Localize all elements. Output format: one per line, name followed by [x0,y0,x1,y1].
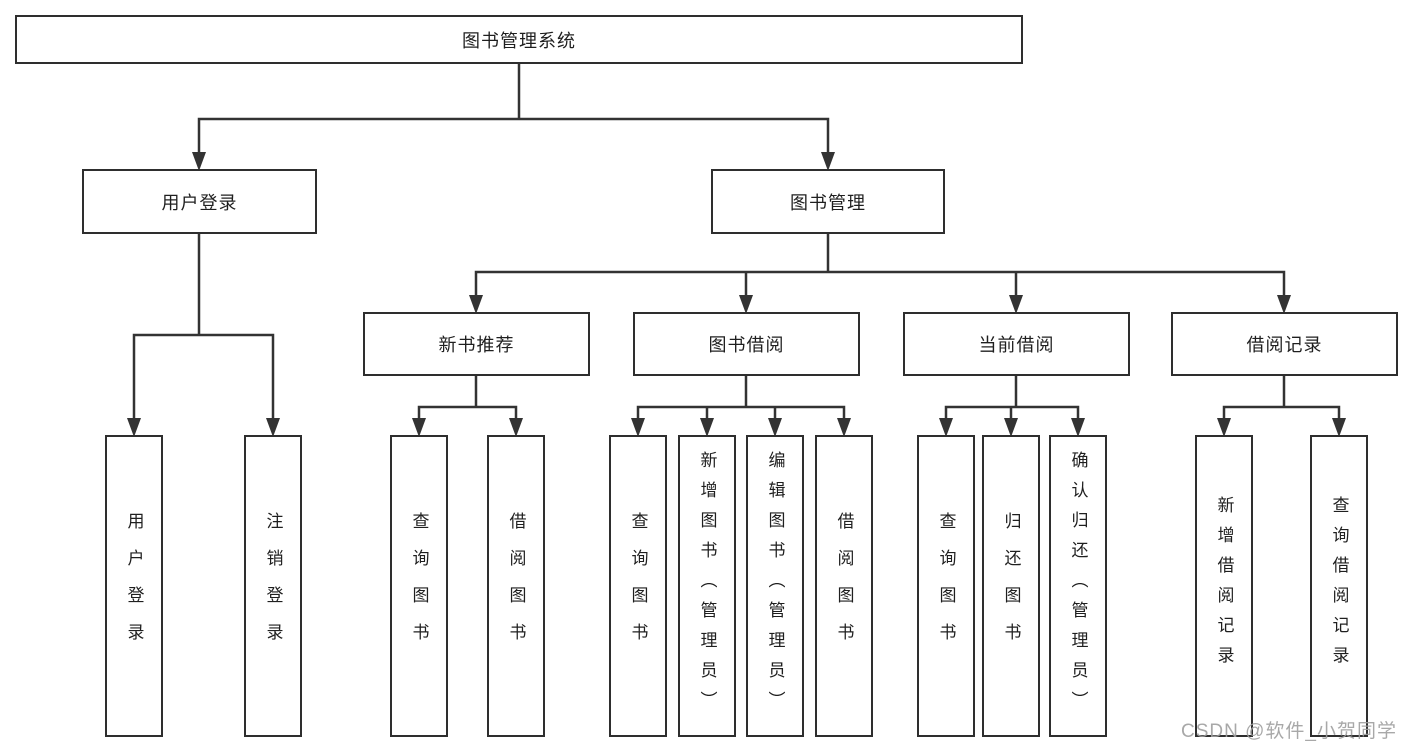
node-label: 图书借阅 [708,335,785,355]
leaf-label: 确认归还（管理员） [1068,451,1088,721]
leaf-logout: 注销登录 [244,435,302,737]
leaf-confirm-return-admin: 确认归还（管理员） [1049,435,1107,737]
node-label: 当前借阅 [978,335,1055,355]
node-library-management-system: 图书管理系统 [15,15,1023,64]
leaf-user-login: 用户登录 [105,435,163,737]
leaf-label: 查询图书 [409,512,429,660]
edge-login-to-leaves [132,230,275,422]
leaf-add-borrow-record: 新增借阅记录 [1195,435,1253,737]
leaf-borrow-books-borrowing: 借阅图书 [815,435,873,737]
edge-root-to-level2 [197,62,830,156]
leaf-return-books: 归还图书 [982,435,1040,737]
leaf-query-books-recommend: 查询图书 [390,435,448,737]
leaf-label: 新增借阅记录 [1214,496,1234,676]
node-current-borrowing: 当前借阅 [903,312,1130,376]
edge-recommend-to-leaves [417,372,518,422]
leaf-label: 借阅图书 [834,512,854,660]
leaf-label: 归还图书 [1001,512,1021,660]
leaf-add-books-admin: 新增图书（管理员） [678,435,736,737]
node-label: 借阅记录 [1246,335,1323,355]
leaf-label: 编辑图书（管理员） [765,451,785,721]
leaf-label: 新增图书（管理员） [697,451,717,721]
connector-edges [132,62,1341,422]
leaf-label: 注销登录 [263,512,283,660]
leaf-edit-books-admin: 编辑图书（管理员） [746,435,804,737]
node-label: 图书管理 [790,192,866,213]
node-book-management: 图书管理 [711,169,945,234]
leaf-query-borrow-record: 查询借阅记录 [1310,435,1368,737]
leaf-label: 查询借阅记录 [1329,496,1349,676]
leaf-label: 查询图书 [628,512,648,660]
node-label: 图书管理系统 [462,30,576,51]
node-book-borrowing: 图书借阅 [633,312,860,376]
csdn-watermark: CSDN @软件_小贺同学 [1181,721,1397,742]
edge-mgmt-to-level3 [474,230,1286,299]
node-label: 新书推荐 [438,335,515,355]
node-new-book-recommendation: 新书推荐 [363,312,590,376]
edge-records-to-leaves [1222,372,1341,422]
leaf-query-books-current: 查询图书 [917,435,975,737]
node-user-login: 用户登录 [82,169,317,234]
node-borrowing-records: 借阅记录 [1171,312,1398,376]
leaf-borrow-books-recommend: 借阅图书 [487,435,545,737]
edge-current-to-leaves [944,372,1080,422]
leaf-label: 用户登录 [124,512,144,660]
edge-borrowing-to-leaves [636,372,846,422]
leaf-query-books-borrowing: 查询图书 [609,435,667,737]
leaf-label: 查询图书 [936,512,956,660]
leaf-label: 借阅图书 [506,512,526,660]
node-label: 用户登录 [161,192,238,213]
